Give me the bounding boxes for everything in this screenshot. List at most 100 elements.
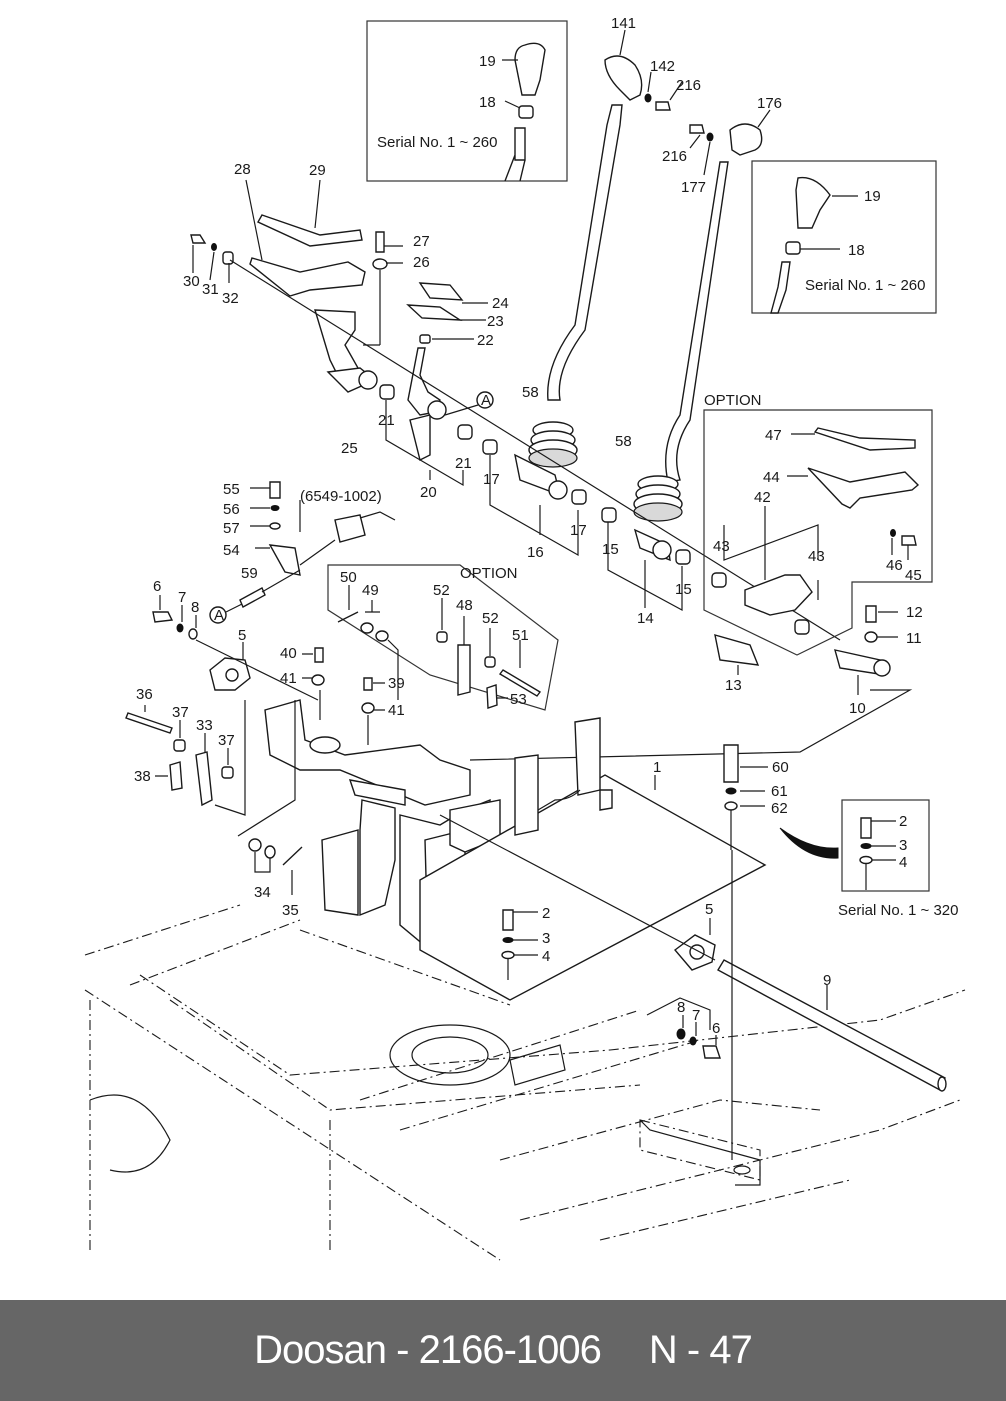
callout-34: 34 [254, 884, 271, 901]
washer-142 [644, 93, 652, 103]
washer-3-inset [860, 843, 872, 849]
callout-44: 44 [763, 469, 780, 486]
callout-40: 40 [280, 645, 297, 662]
washer-34-a [248, 838, 262, 852]
callout-15-b: 15 [675, 581, 692, 598]
inset-box-serial-320 [841, 799, 930, 892]
nut-52-b [484, 656, 496, 668]
callout-24: 24 [492, 295, 509, 312]
callout-17-b: 17 [570, 522, 587, 539]
callout-4: 4 [542, 948, 550, 965]
bushing-21-a [379, 384, 395, 400]
footer-part-number: 2166-1006 [418, 1328, 602, 1372]
option-box-right [703, 409, 933, 656]
post-left [514, 754, 539, 836]
callout-17-a: 17 [483, 471, 500, 488]
callout-29: 29 [309, 162, 326, 179]
bushing-17-b [571, 489, 587, 505]
pad-24 [418, 282, 464, 301]
base-plate-1 [419, 774, 767, 1001]
boot-58-left [528, 421, 578, 468]
inset-box-serial-260-right [751, 160, 937, 314]
callout-10: 10 [849, 700, 866, 717]
knob-19-right [795, 176, 831, 229]
callout-43-a: 43 [713, 538, 730, 555]
callout-176: 176 [757, 95, 782, 112]
washer-4-inset [859, 855, 873, 865]
washer-7-a [176, 623, 184, 633]
bolt-2 [502, 909, 514, 931]
callout-58-b: 58 [615, 433, 632, 450]
callout-56: 56 [223, 501, 240, 518]
callout-27: 27 [413, 233, 430, 250]
callout-5-b: 5 [705, 901, 713, 918]
cotter-pin-35 [282, 846, 303, 866]
callout-48: 48 [456, 597, 473, 614]
callout-22: 22 [477, 332, 494, 349]
parts-diagram: Serial No. 1 ~ 260 Serial No. 1 ~ 260 Se… [84, 15, 966, 1261]
callout-47: 47 [765, 427, 782, 444]
washer-49-b [375, 630, 389, 642]
washer-31 [211, 243, 217, 251]
callout-6-b: 6 [712, 1020, 720, 1037]
bushing-21-b [457, 424, 473, 440]
callout-20: 20 [420, 484, 437, 501]
pedal-plate-47 [813, 427, 916, 451]
bolt-216-b [689, 124, 705, 134]
washer-3 [502, 937, 514, 943]
pointer-arrow [779, 827, 839, 859]
callout-61: 61 [771, 783, 788, 800]
callout-60: 60 [772, 759, 789, 776]
ref-mark-a-left-label: A [214, 607, 224, 624]
pedal-44 [807, 467, 920, 509]
callout-46: 46 [886, 557, 903, 574]
pin-27 [375, 231, 385, 253]
callout-33: 33 [196, 717, 213, 734]
callout-52-b: 52 [482, 610, 499, 627]
footer-separator: - [396, 1328, 409, 1372]
callout-18-left: 18 [479, 94, 496, 111]
washer-34-b [264, 845, 276, 859]
callout-21-b: 21 [455, 455, 472, 472]
rod-51 [498, 669, 542, 697]
callout-36: 36 [136, 686, 153, 703]
knob-19-left [514, 42, 546, 96]
washer-7-b [689, 1036, 697, 1046]
nut-41-b [361, 702, 375, 714]
callout-1: 1 [653, 759, 661, 776]
callout-35: 35 [282, 902, 299, 919]
spring-53 [486, 684, 498, 709]
lever-rod-176 [665, 161, 729, 483]
callout-19-right: 19 [864, 188, 881, 205]
nut-22 [419, 334, 431, 344]
callout-53: 53 [510, 691, 527, 708]
bracket-42 [744, 574, 813, 616]
callout-58-a: 58 [522, 384, 539, 401]
shaft-9 [717, 959, 946, 1091]
bushing-17-a [482, 439, 498, 455]
bracket-54 [268, 544, 301, 576]
bolt-216-a [655, 101, 671, 111]
callout-141: 141 [611, 15, 636, 32]
callout-5-a: 5 [238, 627, 246, 644]
callout-3: 3 [542, 930, 550, 947]
stud [599, 789, 613, 811]
post-right [574, 717, 601, 796]
nut-41-a [311, 674, 325, 686]
pad-23 [406, 304, 463, 321]
serial-label-320: Serial No. 1 ~ 320 [838, 902, 959, 919]
callout-45: 45 [905, 567, 922, 584]
option-label-middle: OPTION [460, 565, 518, 582]
ref-mark-a-right-label: A [481, 392, 491, 409]
callout-13: 13 [725, 677, 742, 694]
pedal-plate-29 [257, 214, 363, 247]
callout-9: 9 [823, 972, 831, 989]
callout-12: 12 [906, 604, 923, 621]
bolt-6-b [702, 1045, 721, 1059]
callout-16: 16 [527, 544, 544, 561]
footer-brand: Doosan [254, 1328, 387, 1372]
bolt-55 [269, 481, 281, 499]
serial-label-260-left: Serial No. 1 ~ 260 [377, 134, 498, 151]
inset-box-serial-260-left [366, 20, 568, 182]
callout-25: 25 [341, 440, 358, 457]
